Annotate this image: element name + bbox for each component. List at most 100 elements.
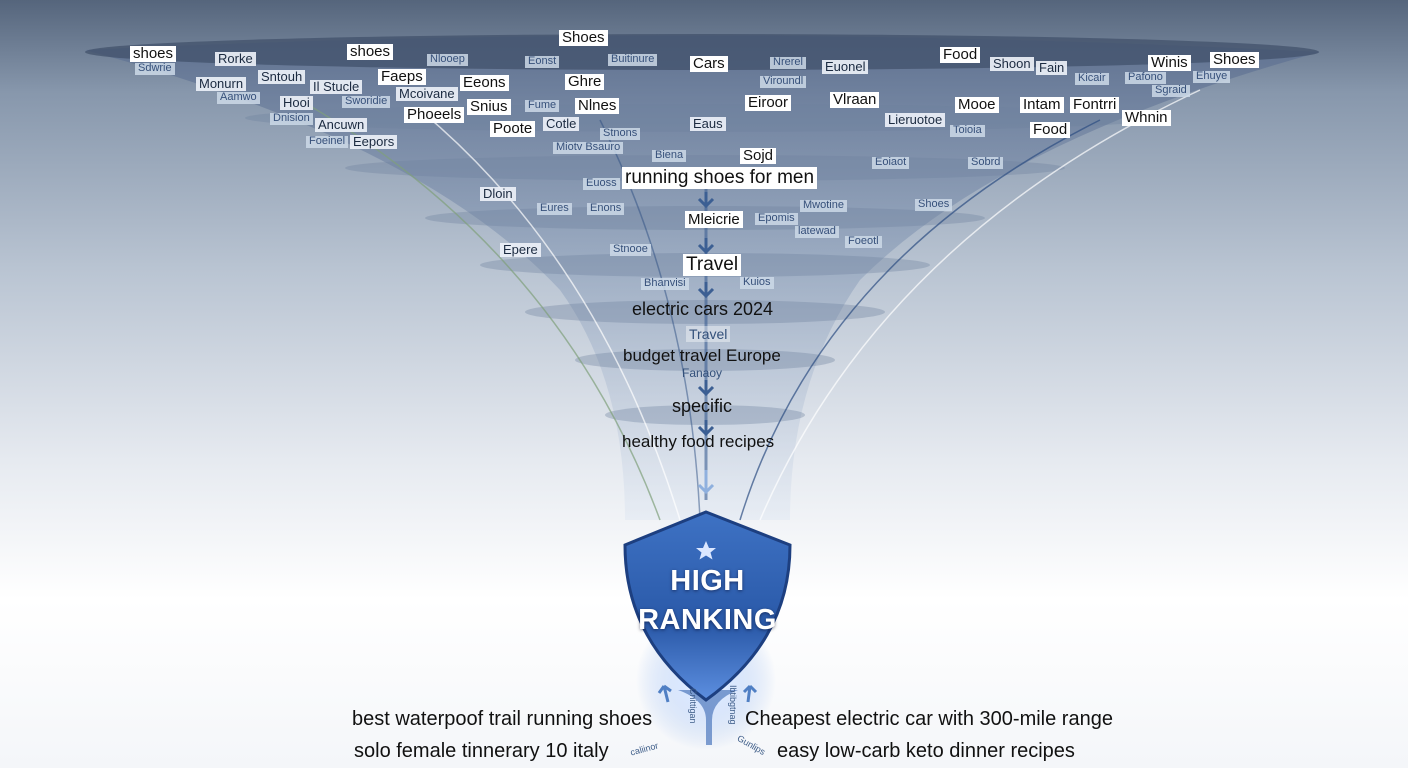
keyword-tag: Sworidie bbox=[342, 95, 391, 108]
long-tail-keyword: solo female tinnerary 10 italy bbox=[354, 740, 609, 762]
keyword-tag: Eeons bbox=[460, 75, 509, 91]
keyword-tag: Viroundl bbox=[760, 75, 807, 88]
arrow-down-icon bbox=[697, 470, 715, 495]
keyword-tag: Nlooep bbox=[427, 53, 468, 66]
keyword-tag: Ehuye bbox=[1193, 70, 1231, 83]
arrow-down-icon bbox=[697, 192, 715, 209]
arrow-down-icon bbox=[697, 380, 715, 397]
keyword-tag: Kuios bbox=[740, 276, 774, 289]
keyword-tag: Eonst bbox=[525, 55, 560, 68]
keyword-tag: Dloin bbox=[480, 187, 516, 201]
long-tail-keyword: Cheapest electric car with 300-mile rang… bbox=[745, 708, 1113, 730]
keyword-tag: Buitinure bbox=[608, 53, 658, 66]
keyword-tag: Pafono bbox=[1125, 71, 1166, 84]
keyword-tag: shoes bbox=[130, 46, 177, 62]
keyword-tag: Cars bbox=[690, 56, 728, 72]
keyword-tag: Whnin bbox=[1122, 110, 1171, 126]
keyword-tag: Lieruotoe bbox=[885, 113, 946, 127]
flow-keyword: running shoes for men bbox=[622, 167, 818, 189]
arrow-up-left-icon bbox=[657, 684, 672, 703]
keyword-tag: Eiroor bbox=[745, 95, 792, 111]
keyword-tag: Ghre bbox=[565, 74, 605, 90]
keyword-tag: Fume bbox=[525, 99, 560, 112]
star-icon bbox=[696, 541, 716, 560]
ghost-text: Ibtibgtnag bbox=[728, 685, 738, 725]
keyword-tag: Shoes bbox=[559, 30, 608, 46]
flow-keyword: Fanaoy bbox=[682, 366, 723, 380]
keyword-tag: Poote bbox=[490, 121, 536, 137]
keyword-tag: Eures bbox=[537, 202, 572, 215]
keyword-tag: Eoiaot bbox=[872, 156, 910, 169]
keyword-tag: Bhanvisi bbox=[641, 277, 689, 290]
keyword-tag: Foeinel bbox=[306, 135, 349, 148]
keyword-tag: Sdwrie bbox=[135, 62, 175, 75]
keyword-tag: Rorke bbox=[215, 52, 256, 66]
keyword-tag: Shoon bbox=[990, 57, 1034, 71]
arrow-down-icon bbox=[697, 238, 715, 255]
keyword-tag: Kicair bbox=[1075, 72, 1109, 85]
long-tail-keyword: easy low-carb keto dinner recipes bbox=[777, 740, 1075, 762]
keyword-tag: Fontrri bbox=[1070, 97, 1120, 113]
keyword-tag: Phoeels bbox=[404, 107, 465, 123]
keyword-tag: Winis bbox=[1148, 55, 1191, 71]
shield-line-2: RANKING bbox=[638, 604, 777, 637]
flow-keyword: Travel bbox=[683, 254, 742, 276]
keyword-tag: Euoss bbox=[583, 177, 620, 190]
keyword-tag: Hooi bbox=[280, 96, 313, 110]
keyword-tag: Euonel bbox=[822, 60, 869, 74]
keyword-tag: Stnons bbox=[600, 127, 641, 140]
keyword-tag: Il Stucle bbox=[310, 80, 363, 94]
arrow-up-right-icon bbox=[742, 684, 758, 703]
keyword-tag: Shoes bbox=[915, 198, 953, 211]
keyword-tag: Enons bbox=[587, 202, 625, 215]
funnel-body bbox=[85, 35, 1320, 520]
keyword-tag: Sntouh bbox=[258, 70, 306, 84]
keyword-tag: Mcoivane bbox=[396, 87, 458, 101]
keyword-tag: Foeotl bbox=[845, 235, 882, 248]
ghost-text: Cnittigan bbox=[688, 688, 698, 724]
arrow-down-icon bbox=[697, 282, 715, 299]
keyword-tag: Nlnes bbox=[575, 98, 620, 114]
keyword-tag: Dnision bbox=[270, 112, 313, 125]
keyword-tag: Food bbox=[940, 47, 981, 63]
keyword-tag: Stnooe bbox=[610, 243, 651, 256]
flow-arrows bbox=[697, 192, 715, 495]
flow-keyword: budget travel Europe bbox=[623, 346, 781, 365]
keyword-tag: Monurn bbox=[196, 77, 247, 91]
keyword-tag: Snius bbox=[467, 99, 511, 115]
keyword-tag: Miotv Bsauro bbox=[553, 141, 624, 154]
keyword-tag: Fain bbox=[1036, 61, 1068, 75]
flow-keyword: specific bbox=[672, 396, 733, 416]
keyword-tag: Toioia bbox=[950, 124, 985, 137]
long-tail-keyword: best waterpoof trail running shoes bbox=[352, 708, 653, 730]
keyword-tag: Food bbox=[1030, 122, 1071, 138]
keyword-tag: Vlraan bbox=[830, 92, 880, 108]
arrow-down-icon bbox=[697, 420, 715, 437]
shield-line-1: HIGH bbox=[670, 565, 745, 597]
keyword-tag: Sojd bbox=[740, 148, 777, 164]
keyword-tag: Epere bbox=[500, 243, 541, 257]
keyword-tag: Mwotine bbox=[800, 199, 847, 212]
flow-keyword: Travel bbox=[686, 326, 731, 342]
keyword-tag: Epomis bbox=[755, 212, 798, 225]
keyword-tag: shoes bbox=[347, 44, 394, 60]
keyword-tag: Cotle bbox=[543, 117, 580, 131]
shield-label: HIGH RANKING bbox=[625, 562, 790, 640]
keyword-tag: Eepors bbox=[350, 135, 398, 149]
keyword-tag: Nrerel bbox=[770, 56, 806, 69]
stem bbox=[678, 690, 738, 745]
keyword-tag: Intam bbox=[1020, 97, 1064, 113]
keyword-tag: Sobrd bbox=[968, 156, 1004, 169]
keyword-tag: Aamwo bbox=[217, 91, 260, 104]
keyword-tag: Biena bbox=[652, 149, 687, 162]
keyword-tag: Shoes bbox=[1210, 52, 1259, 68]
flow-keyword: electric cars 2024 bbox=[632, 299, 774, 319]
keyword-tag: Ancuwn bbox=[315, 118, 368, 132]
high-ranking-shield bbox=[623, 510, 792, 702]
keyword-tag: Sgraid bbox=[1152, 84, 1190, 97]
keyword-tag: Mooe bbox=[955, 97, 999, 113]
keyword-tag: latewad bbox=[795, 225, 839, 238]
keyword-tag: Faeps bbox=[378, 69, 426, 85]
keyword-tag: Eaus bbox=[690, 117, 726, 131]
flow-keyword: healthy food recipes bbox=[622, 432, 775, 451]
